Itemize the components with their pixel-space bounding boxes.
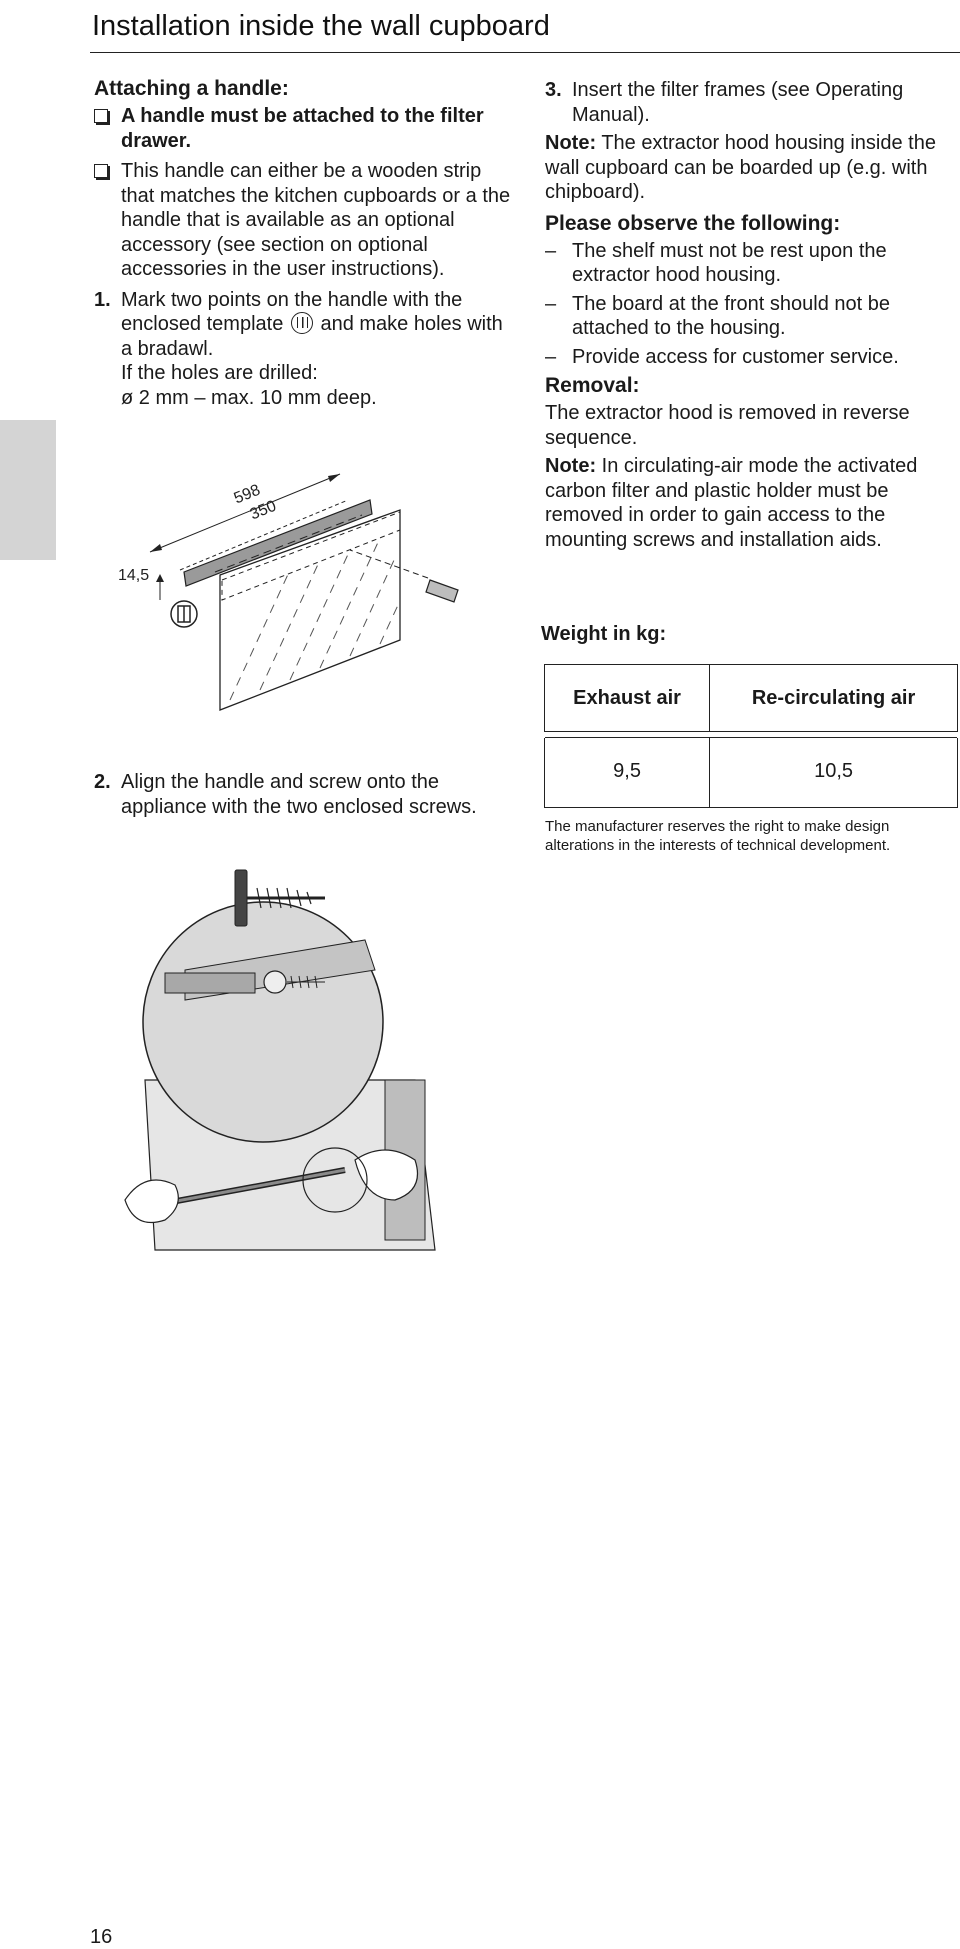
manufacturer-footnote: The manufacturer reserves the right to m… bbox=[545, 818, 891, 854]
checkbox-bullet-icon bbox=[94, 109, 108, 123]
side-tab-marker bbox=[0, 420, 56, 560]
step-number: 3. bbox=[545, 79, 562, 101]
bullet-item: A handle must be attached to the filter … bbox=[94, 104, 514, 153]
table-header-exhaust-air: Exhaust air bbox=[543, 664, 711, 732]
dimension-14-5-label: 14,5 bbox=[118, 567, 150, 584]
list-item: – The shelf must not be rest upon the ex… bbox=[545, 239, 887, 287]
step-number: 1. bbox=[94, 288, 111, 311]
screw-mounting-figure bbox=[124, 869, 436, 1251]
title-divider bbox=[90, 52, 960, 53]
step-3: 3. Insert the filter frames (see Operati… bbox=[545, 79, 904, 126]
table-cell-exhaust-weight: 9,5 bbox=[543, 737, 711, 808]
step-2: 2. Align the handle and screw onto the a… bbox=[94, 771, 477, 818]
left-column: Attaching a handle: A handle must be att… bbox=[94, 76, 514, 410]
right-column: 3. Insert the filter frames (see Operati… bbox=[545, 78, 955, 552]
table-cell-recirculating-weight: 10,5 bbox=[709, 737, 958, 808]
page-number: 16 bbox=[90, 1926, 113, 1948]
dash-bullet: – bbox=[545, 239, 557, 262]
section-heading-attaching-handle: Attaching a handle: bbox=[94, 77, 289, 100]
note-boarding: Note: The extractor hood housing inside … bbox=[545, 132, 936, 203]
weight-label: Weight in kg: bbox=[541, 623, 667, 645]
template-symbol-icon bbox=[290, 312, 313, 334]
dash-bullet: – bbox=[545, 292, 557, 315]
removal-text: The extractor hood is removed in reverse… bbox=[545, 402, 910, 449]
weight-table: Exhaust air Re-circulating air 9,5 10,5 bbox=[543, 664, 958, 808]
list-item: – The board at the front should not be a… bbox=[545, 292, 890, 340]
note-circulating-air: Note: In circulating-air mode the activa… bbox=[545, 455, 918, 551]
removal-heading: Removal: bbox=[545, 374, 640, 397]
step-number: 2. bbox=[94, 771, 111, 793]
list-item: – Provide access for customer service. bbox=[545, 345, 899, 368]
checkbox-bullet-icon bbox=[94, 164, 108, 178]
step-1: 1. Mark two points on the handle with th… bbox=[94, 288, 503, 409]
handle-template-figure bbox=[149, 473, 459, 711]
bullet-item: This handle can either be a wooden strip… bbox=[94, 159, 514, 282]
dash-bullet: – bbox=[545, 345, 557, 368]
page-title: Installation inside the wall cupboard bbox=[92, 10, 550, 42]
table-header-recirculating-air: Re-circulating air bbox=[709, 664, 958, 732]
observe-heading: Please observe the following: bbox=[545, 211, 841, 235]
